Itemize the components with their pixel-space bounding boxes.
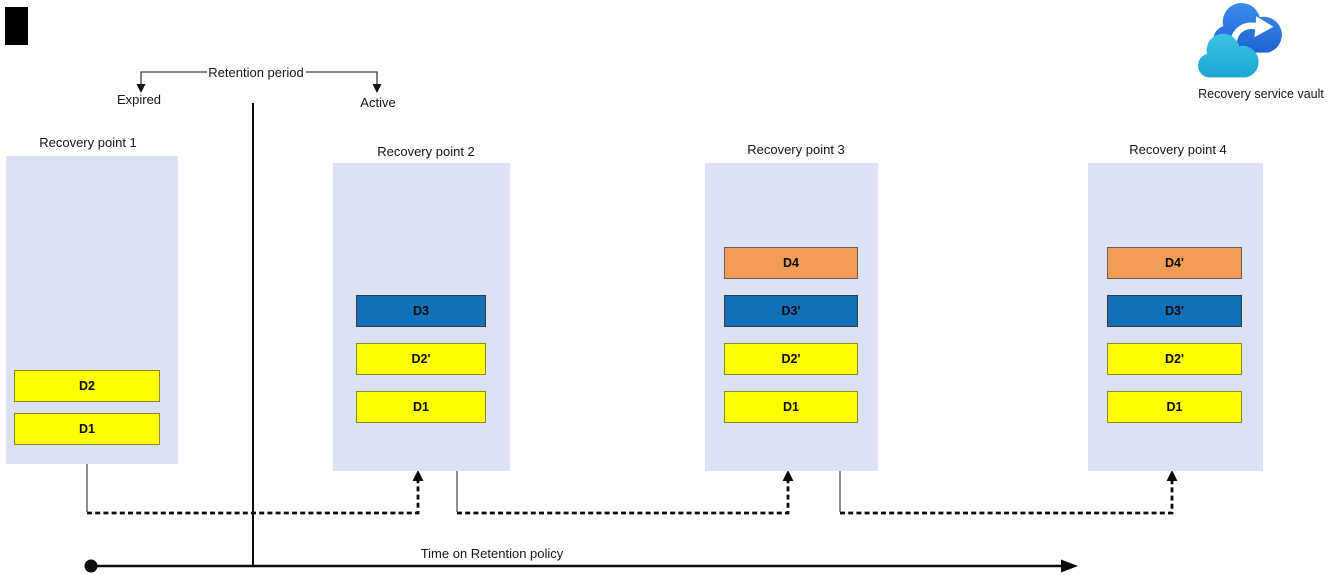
- bracket-right-line: [306, 71, 378, 85]
- recovery-point-4-title: Recovery point 4: [1129, 142, 1227, 157]
- data-bar-d2-prime: D2': [1107, 343, 1242, 375]
- timeline-arrow-right-icon: [1061, 559, 1078, 573]
- recovery-point-2-title: Recovery point 2: [377, 144, 475, 159]
- arrow-down-active-icon: [372, 84, 382, 93]
- data-bar-d1: D1: [14, 413, 160, 445]
- recovery-service-vault-label: Recovery service vault: [1198, 87, 1324, 101]
- recovery-service-vault-icon: [1198, 2, 1282, 78]
- connector-1-dashed-line: [87, 479, 420, 515]
- data-bar-d3: D3: [356, 295, 486, 327]
- vault-front-cloud: [1198, 33, 1259, 78]
- recovery-point-2-box: D3 D2' D1: [333, 163, 510, 471]
- data-bar-d3-prime: D3': [1107, 295, 1242, 327]
- data-bar-d2: D2: [14, 370, 160, 402]
- recovery-point-3-title: Recovery point 3: [747, 142, 845, 157]
- arrow-down-expired-icon: [136, 84, 146, 93]
- timeline-label: Time on Retention policy: [420, 546, 564, 561]
- connector-3-arrow-up-icon: [1166, 470, 1178, 481]
- data-bar-d4: D4: [724, 247, 858, 279]
- bracket-left-line: [140, 71, 207, 85]
- data-bar-d2-prime: D2': [356, 343, 486, 375]
- active-label: Active: [360, 95, 396, 110]
- black-corner-mark: [5, 7, 28, 45]
- data-bar-d2-prime: D2': [724, 343, 858, 375]
- connector-2-arrow-up-icon: [782, 470, 794, 481]
- connector-2-dashed-line: [457, 479, 790, 515]
- recovery-point-3-box: D4 D3' D2' D1: [705, 163, 878, 471]
- data-bar-d3-prime: D3': [724, 295, 858, 327]
- connector-3-dashed-line: [840, 479, 1174, 515]
- connector-1-arrow-up-icon: [412, 470, 424, 481]
- vault-sync-arrowhead-icon: [1254, 16, 1274, 38]
- data-bar-d1: D1: [1107, 391, 1242, 423]
- data-bar-d1: D1: [724, 391, 858, 423]
- recovery-point-1-box: D2 D1: [6, 156, 178, 464]
- data-bar-d1: D1: [356, 391, 486, 423]
- retention-period-label: Retention period: [208, 65, 304, 80]
- expired-label: Expired: [116, 92, 162, 107]
- recovery-point-4-box: D4' D3' D2' D1: [1088, 163, 1263, 471]
- recovery-point-1-title: Recovery point 1: [39, 135, 137, 150]
- data-bar-d4-prime: D4': [1107, 247, 1242, 279]
